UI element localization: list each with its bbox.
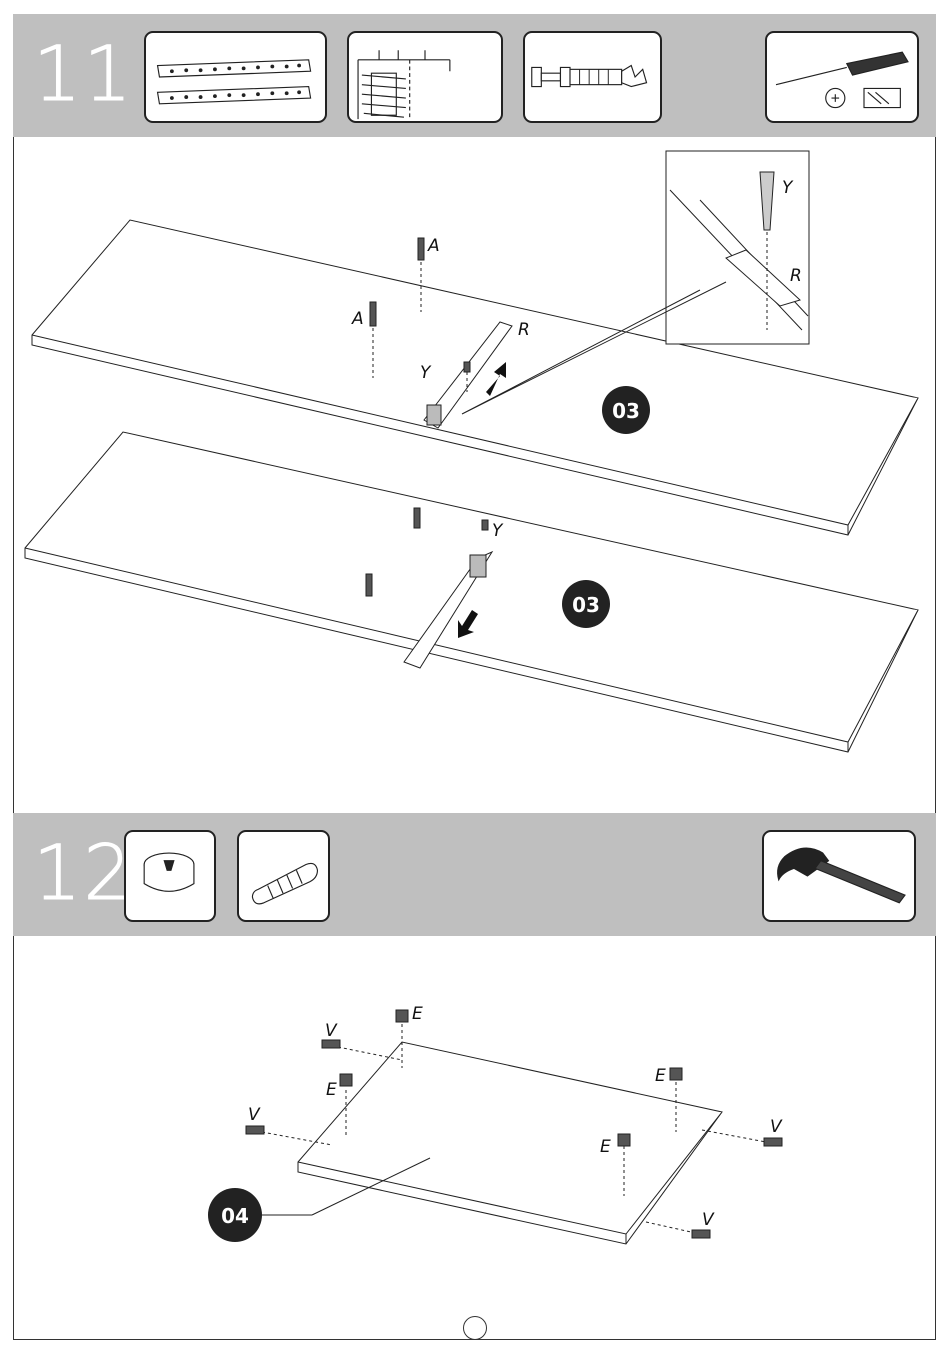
dowel-v-icon xyxy=(764,1138,782,1146)
label-e: E xyxy=(326,1080,337,1100)
label-v: V xyxy=(248,1105,261,1125)
label-e: E xyxy=(412,1004,423,1024)
panel-badge-04: 04 xyxy=(208,1188,262,1242)
label-v: V xyxy=(770,1117,783,1137)
page-number-circle xyxy=(463,1316,487,1340)
label-v: V xyxy=(325,1021,338,1041)
label-e: E xyxy=(600,1137,611,1157)
dowel-v-icon xyxy=(246,1126,264,1134)
label-e: E xyxy=(655,1066,666,1086)
cam-e-icon xyxy=(670,1068,682,1080)
svg-text:04: 04 xyxy=(221,1204,249,1228)
label-v: V xyxy=(702,1210,715,1230)
cam-e-icon xyxy=(396,1010,408,1022)
cam-e-icon xyxy=(340,1074,352,1086)
cam-e-icon xyxy=(618,1134,630,1146)
dowel-v-icon xyxy=(692,1230,710,1238)
dowel-v-icon xyxy=(322,1040,340,1048)
